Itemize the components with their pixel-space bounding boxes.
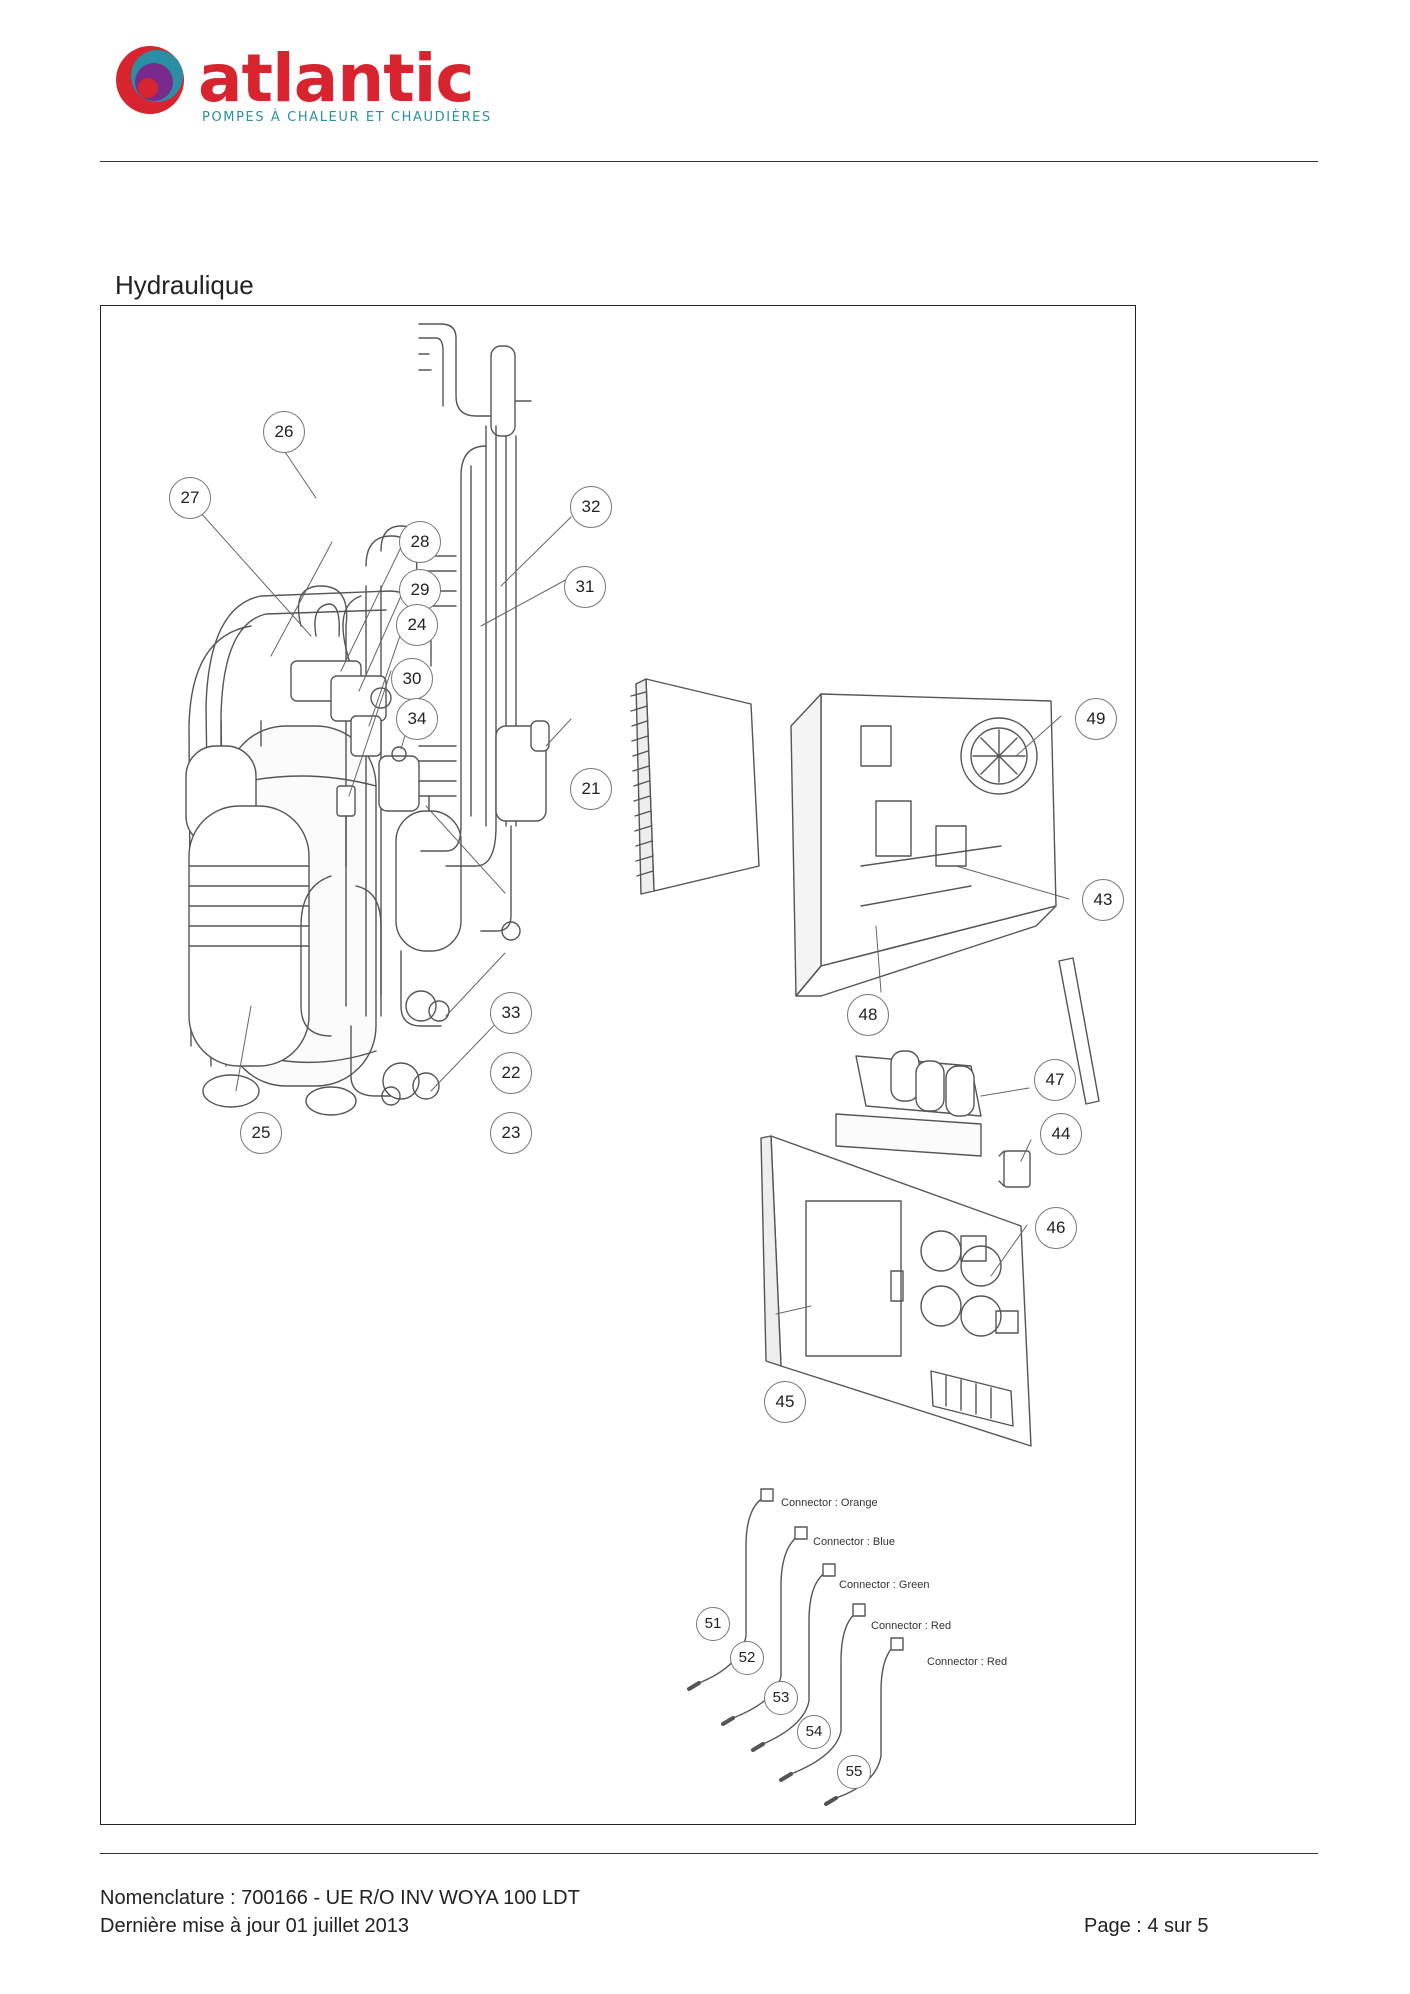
connector-label-red-1: Connector : Red (871, 1620, 952, 1632)
callout-53: 53 (764, 1681, 798, 1715)
logo-tagline: POMPES À CHALEUR ET CHAUDIÈRES (202, 110, 492, 125)
callout-43: 43 (1082, 879, 1124, 921)
footer-nomenclature: Nomenclature : 700166 - UE R/O INV WOYA … (100, 1887, 580, 1909)
section-title: Hydraulique (115, 270, 254, 300)
temperature-sensors (687, 1488, 904, 1806)
bracket (1058, 957, 1100, 1105)
leader-lines (190, 445, 1070, 1315)
callout-26: 26 (263, 411, 305, 453)
header-rule (100, 161, 1318, 162)
callout-32: 32 (570, 486, 612, 528)
callout-55: 55 (837, 1755, 871, 1789)
connector-label-green: Connector : Green (839, 1579, 930, 1591)
callout-27: 27 (169, 477, 211, 519)
callout-31: 31 (564, 566, 606, 608)
electrical-box (790, 693, 1057, 997)
callout-24: 24 (396, 604, 438, 646)
callout-44: 44 (1040, 1113, 1082, 1155)
callout-22: 22 (490, 1052, 532, 1094)
callout-25: 25 (240, 1112, 282, 1154)
compressor-assembly (185, 525, 462, 1116)
callout-21: 21 (570, 768, 612, 810)
atlantic-logo: atlantic POMPES À CHALEUR ET CHAUDIÈRES (110, 38, 490, 134)
callout-47: 47 (1034, 1059, 1076, 1101)
callout-46: 46 (1035, 1207, 1077, 1249)
callout-45: 45 (764, 1381, 806, 1423)
main-pcb-assembly (760, 1113, 1032, 1447)
callout-54: 54 (797, 1715, 831, 1749)
terminal-block (998, 1150, 1031, 1188)
callout-52: 52 (730, 1641, 764, 1675)
footer-rule (100, 1853, 1318, 1854)
exploded-view-drawing (185, 323, 1100, 1806)
logo-swirl-icon (116, 46, 184, 114)
footer-page-number: Page : 4 sur 5 (1084, 1915, 1209, 1937)
logo-wordmark: atlantic (198, 40, 475, 117)
connector-label-red-2: Connector : Red (927, 1656, 1008, 1668)
callout-49: 49 (1075, 698, 1117, 740)
connector-label-orange: Connector : Orange (781, 1497, 878, 1509)
callout-30: 30 (391, 658, 433, 700)
callout-48: 48 (847, 994, 889, 1036)
connector-label-blue: Connector : Blue (813, 1536, 895, 1548)
heat-sink (630, 678, 760, 895)
callout-51: 51 (696, 1607, 730, 1641)
callout-34: 34 (396, 698, 438, 740)
callout-33: 33 (490, 992, 532, 1034)
exploded-view-frame: 26 27 28 29 24 30 34 32 31 21 33 22 23 2… (100, 305, 1136, 1825)
callout-23: 23 (490, 1112, 532, 1154)
callout-28: 28 (399, 521, 441, 563)
capacitor-board (855, 1050, 982, 1117)
pipe-bundle (418, 323, 550, 941)
footer-updated: Dernière mise à jour 01 juillet 2013 (100, 1915, 410, 1937)
